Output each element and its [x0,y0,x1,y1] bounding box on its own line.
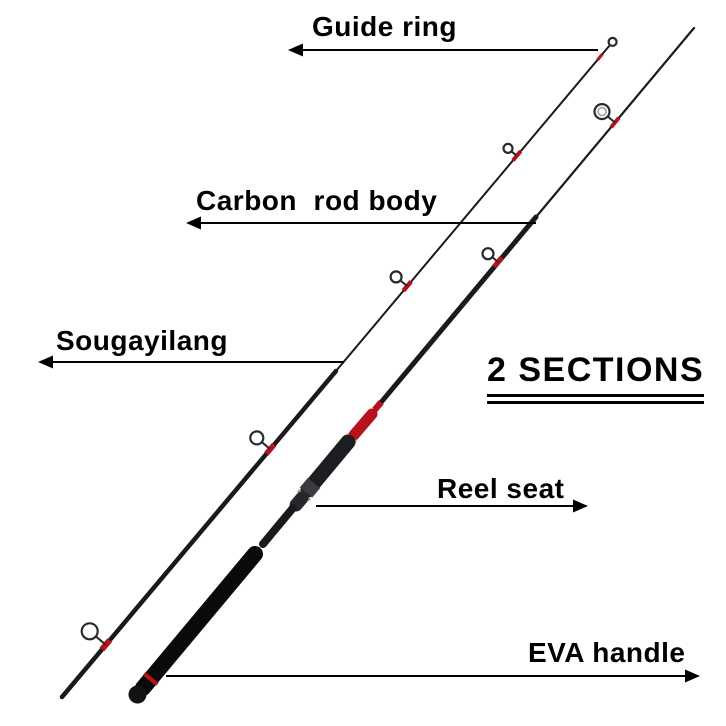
tip-guide-ring-icon [607,36,618,48]
callout-brand [38,355,344,369]
guide-stem [399,279,408,287]
eva-foam-grip [135,546,263,696]
guide-stem [261,441,271,450]
reel-seat-hood [299,477,321,498]
tip-section-blank-upper [335,44,611,372]
red-thread-wrap [99,638,112,652]
red-thread-wrap [511,149,523,162]
callout-guide-ring [288,43,598,57]
guide-ring-icon [80,622,99,641]
red-thread-wrap [372,400,384,412]
eva-handle-graphic [128,546,263,704]
guide-ring-icon [249,430,265,446]
reel-seat-red-foregrip [348,408,378,441]
left-arrow-icon [288,43,303,57]
label-reel-seat: Reel seat [437,473,565,504]
callout-carbon-rod-body [186,216,536,230]
left-arrow-icon [38,355,53,369]
guide-ring-icon [389,270,403,284]
label-eva-handle: EVA handle [528,637,686,668]
left-arrow-icon [186,216,201,230]
reel-seat-locking-nut [289,491,309,512]
callout-reel-seat [316,499,588,513]
rod-tip-section [59,36,618,700]
label-brand-sougayilang: Sougayilang [56,325,228,356]
stripper-guide-ring-icon [593,102,611,121]
rod-butt-section [128,26,696,704]
reel-seat-graphic [289,408,378,512]
butt-cap [128,685,147,704]
red-thread-wrap [596,52,604,62]
guide-stem [95,635,107,646]
callout-eva-handle [166,669,700,683]
butt-red-band [142,672,159,686]
butt-section-blank-lower [375,214,539,409]
right-arrow-icon [573,499,588,513]
label-guide-ring: Guide ring [312,11,457,42]
reel-seat-body [300,434,356,498]
guide-ring-icon [502,142,514,154]
guide-stem [510,150,518,157]
rear-grip-blank [259,504,297,548]
guide-ring-icon [481,247,495,261]
label-carbon-rod-body: Carbon rod body [196,185,438,216]
guide-stem [606,115,616,124]
label-two-sections: 2 SECTIONS [487,351,705,405]
right-arrow-icon [685,669,700,683]
guide-ring-insert [597,106,607,117]
